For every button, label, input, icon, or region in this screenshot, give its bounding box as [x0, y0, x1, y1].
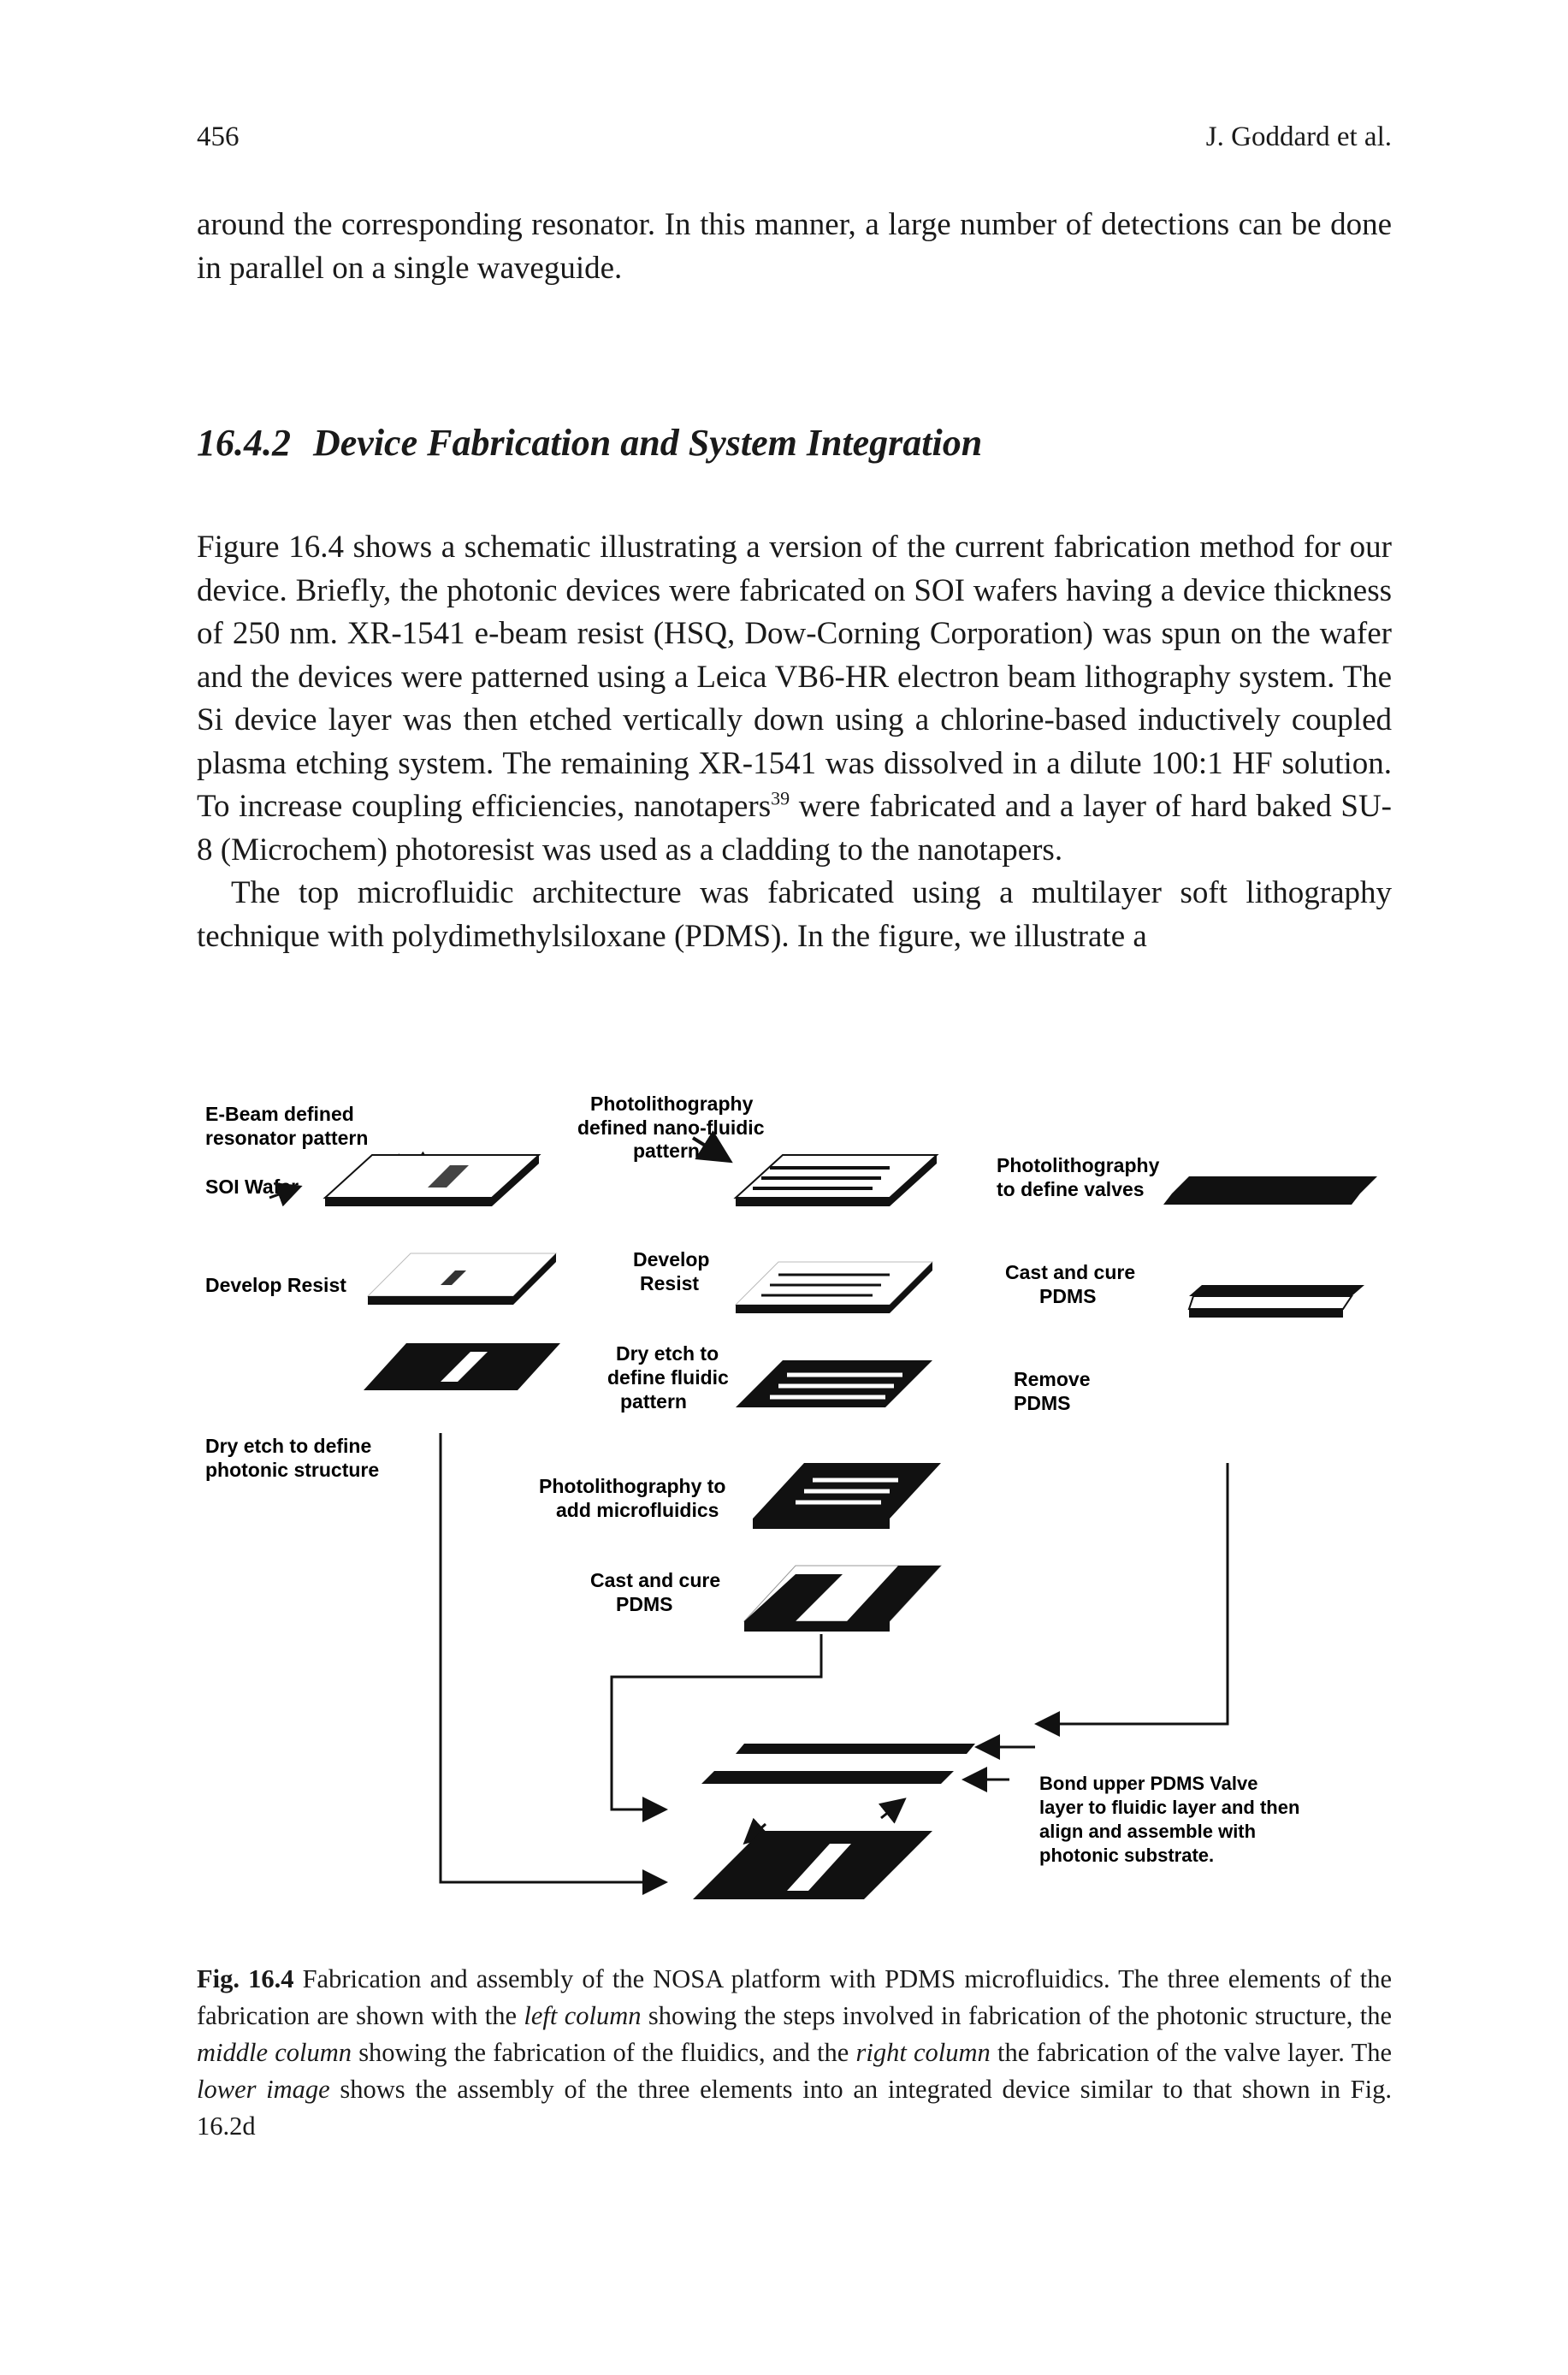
body-paragraphs: Figure 16.4 shows a schematic illustrati…: [197, 526, 1392, 958]
caption-italic-4: lower image: [197, 2075, 330, 2104]
caption-italic-1: left column: [524, 2001, 642, 2030]
caption-italic-2: middle column: [197, 2038, 352, 2067]
section-title: Device Fabrication and System Integratio…: [313, 422, 983, 464]
label-bond-3: align and assemble with: [1039, 1821, 1256, 1842]
paragraph-1: Figure 16.4 shows a schematic illustrati…: [197, 526, 1392, 872]
running-head: J. Goddard et al.: [1205, 121, 1392, 152]
label-photo-2: defined nano-fluidic: [577, 1116, 765, 1139]
label-mdevelop-1: Develop: [633, 1248, 709, 1270]
left-column: E-Beam defined resonator pattern SOI Waf…: [205, 1103, 560, 1481]
section-number: 16.4.2: [197, 422, 291, 464]
caption-label: Fig. 16.4: [197, 1964, 294, 1993]
label-remove-2: PDMS: [1014, 1392, 1070, 1414]
resonator-pattern: [428, 1165, 469, 1188]
intro-text: around the corresponding resonator. In t…: [197, 207, 1392, 286]
label-mcast-2: PDMS: [616, 1593, 672, 1615]
reference-superscript: 39: [771, 787, 790, 809]
label-soi-wafer: SOI Wafer: [205, 1176, 299, 1198]
label-rcast-1: Cast and cure: [1005, 1261, 1135, 1283]
label-bond-1: Bond upper PDMS Valve: [1039, 1773, 1258, 1794]
label-dryetch-2: photonic structure: [205, 1459, 379, 1481]
right-column: Photolithography to define valves Cast a…: [997, 1154, 1377, 1414]
label-rphoto-2: to define valves: [997, 1178, 1145, 1200]
label-bond-4: photonic substrate.: [1039, 1845, 1214, 1866]
label-photo-3: pattern: [633, 1140, 700, 1162]
figure-caption: Fig. 16.4 Fabrication and assembly of th…: [197, 1961, 1392, 2145]
paragraph-2: The top microfluidic architecture was fa…: [197, 875, 1392, 954]
caption-text-1: Fabrication and assembly of the NOSA pla…: [197, 1964, 1392, 2030]
paragraph-1-text-a: Figure 16.4 shows a schematic illustrati…: [197, 530, 1392, 824]
section-heading: 16.4.2 Device Fabrication and System Inte…: [197, 421, 982, 465]
label-photomicro-2: add microfluidics: [556, 1499, 719, 1521]
assembly-stack: [693, 1744, 975, 1899]
label-ebeam-1: E-Beam defined: [205, 1103, 354, 1125]
page-number: 456: [197, 121, 240, 152]
caption-text-4: the fabrication of the valve layer. The: [990, 2038, 1392, 2067]
paragraph-1-text-b: were fabricated and a layer of hard bake…: [197, 789, 1392, 868]
label-photo-1: Photolithography: [590, 1093, 754, 1115]
caption-italic-3: right column: [855, 2038, 991, 2067]
label-mdryetch-1: Dry etch to: [616, 1342, 719, 1365]
label-remove-1: Remove: [1014, 1368, 1090, 1390]
label-mdryetch-3: pattern: [620, 1390, 687, 1413]
label-bond-2: layer to fluidic layer and then: [1039, 1797, 1299, 1818]
label-photomicro-1: Photolithography to: [539, 1475, 725, 1497]
caption-text-5: shows the assembly of the three elements…: [197, 2075, 1392, 2141]
intro-paragraph: around the corresponding resonator. In t…: [197, 204, 1392, 290]
label-dryetch-1: Dry etch to define: [205, 1435, 371, 1457]
caption-text-2: showing the steps involved in fabricatio…: [641, 2001, 1392, 2030]
middle-column: Photolithography defined nano-fluidic pa…: [539, 1093, 943, 1632]
caption-text-3: showing the fabrication of the fluidics,…: [352, 2038, 856, 2067]
fabrication-figure: E-Beam defined resonator pattern SOI Waf…: [205, 1093, 1377, 1899]
label-rcast-2: PDMS: [1039, 1285, 1096, 1307]
label-mdevelop-2: Resist: [640, 1272, 699, 1294]
label-develop-resist: Develop Resist: [205, 1274, 346, 1296]
label-rphoto-1: Photolithography: [997, 1154, 1160, 1176]
label-mdryetch-2: define fluidic: [607, 1366, 729, 1389]
label-mcast-1: Cast and cure: [590, 1569, 720, 1591]
connector-lines: [439, 1433, 1229, 1895]
label-ebeam-2: resonator pattern: [205, 1127, 368, 1149]
